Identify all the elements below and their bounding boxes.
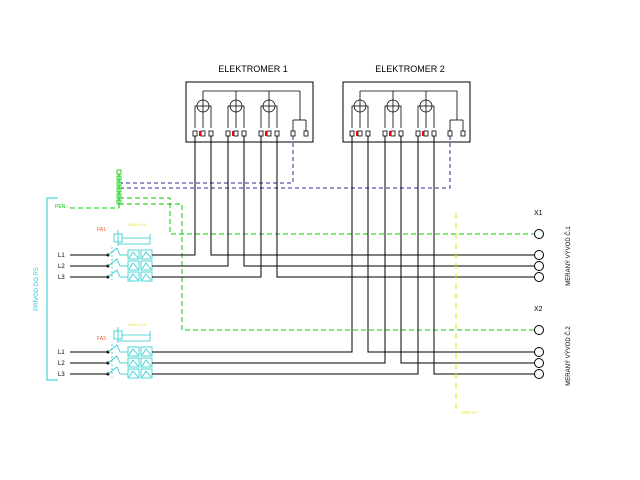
phase-l2-label-2: L2 <box>58 361 65 367</box>
meter-2-coils <box>351 90 464 131</box>
meter-2-terminals <box>349 130 466 137</box>
incoming-dots <box>106 253 110 376</box>
fa2-label: FA2 <box>97 336 106 342</box>
x2-l2-terminal <box>534 358 544 368</box>
fa2-rating: 3x16 A / B <box>128 322 146 327</box>
meter-1-markers <box>199 131 267 136</box>
phase-l1-label-2: L1 <box>58 350 65 356</box>
x1-l3-terminal <box>534 272 544 282</box>
meter-2-markers <box>356 131 424 136</box>
phase-l1-label: L1 <box>58 253 65 259</box>
fa1-rating: 3x16 A / B <box>128 222 146 227</box>
x2-pe-terminal <box>534 325 544 335</box>
x1-l2-terminal <box>534 261 544 271</box>
supply-section: PRÍVOD DO RS PEN <box>33 197 66 381</box>
fa1-label: FA1 <box>97 227 106 233</box>
phase-l3-label-2: L3 <box>58 372 65 378</box>
boundary: PRE BYT <box>455 213 480 415</box>
meter-2: ELEKTROMER 2 <box>342 64 471 143</box>
x2-label: X2 <box>534 306 543 313</box>
meter-1-coils <box>194 90 307 131</box>
meter-1-box <box>185 81 314 143</box>
output-2-label: MERANÝ VÝVOD Č.2 <box>565 326 572 386</box>
x1-label: X1 <box>534 210 543 217</box>
pen-label: PEN <box>55 204 66 210</box>
phase-labels-1: L1 L2 L3 <box>58 253 65 281</box>
x1-l1-terminal <box>534 250 544 260</box>
meter-2-title: ELEKTROMER 2 <box>375 64 445 74</box>
meter-1-title: ELEKTROMER 1 <box>218 64 288 74</box>
phase-l2-label: L2 <box>58 264 65 270</box>
x2-l1-terminal <box>534 347 544 357</box>
phase-l3-label: L3 <box>58 275 65 281</box>
pen-terminal-block <box>116 169 122 208</box>
meter-1: ELEKTROMER 1 <box>185 64 314 143</box>
meter-2-box <box>342 81 471 143</box>
x1-pe-terminal <box>534 229 544 239</box>
output-1-label: MERANÝ VÝVOD Č.1 <box>565 226 572 286</box>
neutral-signal-lines <box>120 136 451 189</box>
supply-bracket <box>46 197 58 381</box>
output-terminals-x1: X1 MERANÝ VÝVOD Č.1 <box>534 210 572 286</box>
pe-lines <box>70 197 539 331</box>
incoming-wires <box>70 254 108 375</box>
meter-2-wiring <box>152 136 539 375</box>
breaker-fa2: FA2 3x16 A / B <box>97 322 153 379</box>
meter-1-terminals <box>192 130 309 137</box>
meter-1-wiring <box>152 136 539 278</box>
breaker-fa1: FA1 3x16 A / B <box>97 222 153 282</box>
phase-labels-2: L1 L2 L3 <box>58 350 65 378</box>
supply-label: PRÍVOD DO RS <box>33 267 40 311</box>
x2-l3-terminal <box>534 369 544 379</box>
output-terminals-x2: X2 MERANÝ VÝVOD Č.2 <box>534 306 572 386</box>
boundary-label: PRE BYT <box>462 410 480 415</box>
